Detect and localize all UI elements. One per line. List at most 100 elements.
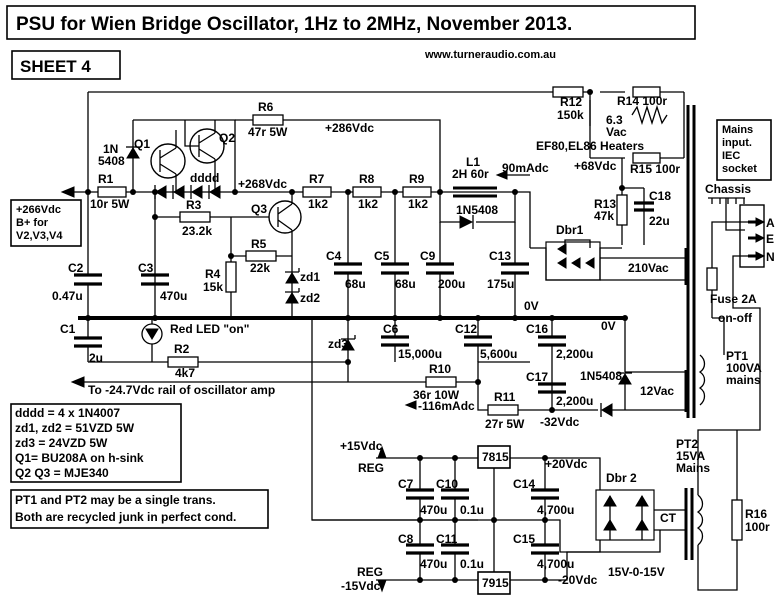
- c18-label: C18: [649, 189, 671, 203]
- r16-value: 100r: [745, 520, 770, 534]
- pt1a-label: 100VA: [726, 361, 762, 375]
- bplus-arrow: [60, 186, 75, 198]
- r6-value: 47r 5W: [248, 125, 288, 139]
- pt1-primary: [698, 354, 706, 406]
- capacitor-c8: [406, 543, 434, 555]
- r16-label: R16: [745, 507, 767, 521]
- zener-zd1-bar: [285, 268, 300, 273]
- junction-dots: [85, 89, 628, 583]
- resistor-r1: [97, 186, 127, 198]
- c15-value: 4,700u: [537, 557, 574, 571]
- heaters-label: EF80,EL86 Heaters: [536, 139, 644, 153]
- inductor-l1: [453, 186, 497, 198]
- ht63-label: 6.3: [606, 113, 623, 127]
- r11-wire: [477, 382, 552, 411]
- zd3-label: zd3: [328, 337, 348, 351]
- c9-value: 200u: [438, 277, 465, 291]
- zener-zd2-bar: [285, 288, 300, 293]
- resistor-r4: [225, 261, 237, 293]
- r7815-label: 7815: [482, 450, 509, 464]
- iec-arrow-n: [755, 251, 766, 261]
- capacitor-c17: [538, 382, 566, 394]
- v268-label: +268Vdc: [238, 177, 287, 191]
- r4-label: R4: [205, 267, 221, 281]
- resistor-r14: [632, 86, 661, 98]
- q3-internal: [277, 192, 293, 318]
- note1-line5: Q2 Q3 = MJE340: [15, 466, 109, 480]
- reg-7915: [477, 571, 511, 595]
- capacitor-c6: [381, 335, 409, 347]
- r3-wire: [154, 192, 272, 318]
- mains-wiring: [711, 221, 761, 410]
- led-label: Red LED "on": [170, 322, 249, 336]
- sheet-label: SHEET 4: [20, 57, 91, 76]
- iec-arrow-a: [755, 217, 766, 227]
- v210-leads: [600, 257, 686, 281]
- capacitor-c4: [334, 262, 362, 275]
- r12-value: 150k: [557, 108, 584, 122]
- r11-value: 27r 5W: [485, 417, 525, 431]
- r12-label: R12: [560, 95, 582, 109]
- capacitor-c9: [426, 262, 454, 275]
- ct-label: CT: [660, 511, 677, 525]
- r4-value: 15k: [203, 280, 223, 294]
- fuse-2a: [706, 267, 718, 291]
- r2-value: 4k7: [175, 366, 195, 380]
- c13-value: 175u: [487, 277, 514, 291]
- diode-1n5408-v: [618, 373, 632, 385]
- capacitor-c14: [531, 488, 559, 500]
- ct-wire: [312, 519, 661, 553]
- zd1-label: zd1: [300, 270, 320, 284]
- q1-internal: [159, 130, 177, 192]
- c10-value: 0.1u: [460, 503, 484, 517]
- v15m-arrow: [377, 579, 387, 593]
- notes-box-1: [10, 403, 182, 483]
- resistor-r6: [252, 114, 284, 126]
- dbr2-label: Dbr 2: [606, 471, 637, 485]
- r5-value: 22k: [250, 261, 270, 275]
- v68-label: +68Vdc: [574, 159, 617, 173]
- chassis-ground: [708, 197, 745, 231]
- iec-arrow-e: [755, 233, 766, 243]
- rail247-label: To -24.7Vdc rail of oscillator amp: [88, 383, 275, 397]
- dbr1-label: Dbr1: [556, 223, 584, 237]
- zener-zd2: [285, 292, 299, 304]
- v0b-label: 0V: [601, 319, 616, 333]
- note2-line2: Both are recycled junk in perfect cond.: [15, 510, 236, 524]
- c14-label: C14: [513, 477, 535, 491]
- bplus-line1: +266Vdc: [16, 204, 61, 216]
- c6-label: C6: [383, 322, 399, 336]
- pt2-label: PT2: [676, 437, 698, 451]
- notes-box-2: [10, 489, 269, 529]
- c7-value: 470u: [420, 503, 447, 517]
- r9-label: R9: [409, 172, 425, 186]
- v20p-label: +20Vdc: [545, 457, 588, 471]
- r10-label: R10: [429, 362, 451, 376]
- heater-coil: [631, 104, 668, 126]
- l1-value: 2H 60r: [452, 167, 489, 181]
- c8-label: C8: [398, 532, 414, 546]
- led-symbol: [145, 328, 159, 340]
- note1-line1: dddd = 4 x 1N4007: [15, 406, 120, 420]
- v15p-label: +15Vdc: [340, 439, 383, 453]
- r6-label: R6: [258, 100, 274, 114]
- note1-line2: zd1, zd2 = 51VZD 5W: [15, 421, 135, 435]
- capacitor-c13: [501, 262, 529, 275]
- c7-label: C7: [398, 477, 414, 491]
- r3-label: R3: [186, 198, 202, 212]
- r7915-label: 7915: [482, 576, 509, 590]
- title: PSU for Wien Bridge Oscillator, 1Hz to 2…: [16, 14, 572, 35]
- vm32-label: -32Vdc: [540, 415, 580, 429]
- note1-line4: Q1= BU208A on h-sink: [15, 451, 144, 465]
- zd2-label: zd2: [300, 291, 320, 305]
- capacitor-c3: [141, 273, 169, 286]
- c17-label: C17: [526, 370, 548, 384]
- zener-zd3: [341, 339, 355, 351]
- q3-label: Q3: [251, 202, 267, 216]
- sheet-box: [11, 50, 121, 80]
- pt2b-label: Mains: [676, 461, 710, 475]
- transistor-q1: [150, 143, 186, 179]
- term-a: A: [766, 216, 775, 230]
- ma116-label: -116mAdc: [418, 399, 475, 413]
